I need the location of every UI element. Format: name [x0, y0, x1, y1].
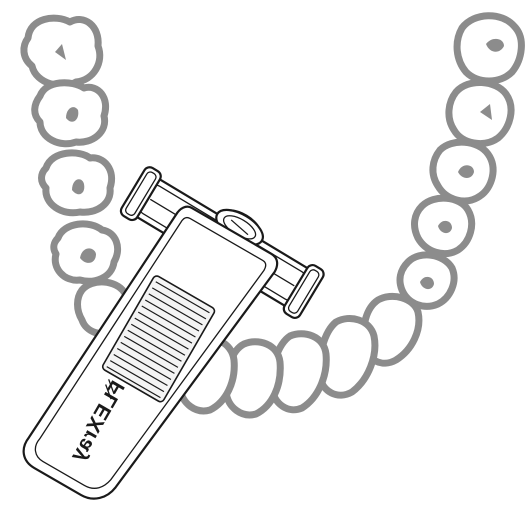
right-tooth-row: [400, 16, 521, 307]
left-tooth-row: [24, 18, 128, 334]
tooth-right-2: [449, 82, 511, 143]
